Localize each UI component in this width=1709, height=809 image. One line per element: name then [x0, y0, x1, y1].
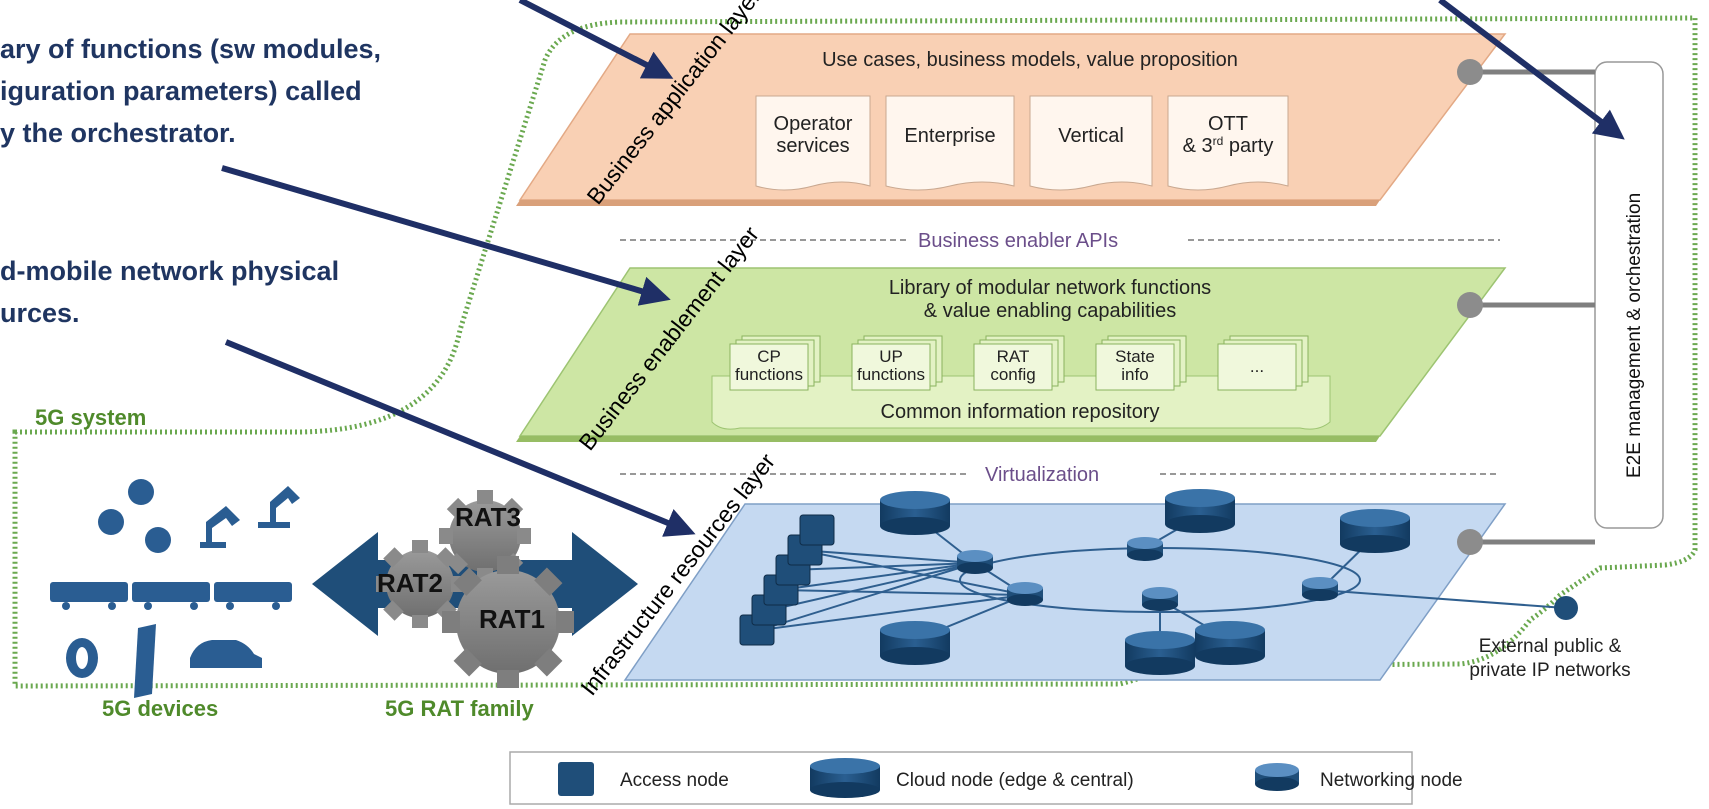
- legend-access-node-label: Access node: [620, 770, 729, 791]
- callout-text-2a: d-mobile network physical: [0, 256, 339, 286]
- cloud-node: [1340, 509, 1410, 553]
- gear-icon-rat2: [376, 540, 464, 628]
- callout-text-1b: iguration parameters) called: [0, 76, 362, 106]
- infrastructure-plane: [623, 503, 1507, 681]
- cloud-node: [1195, 621, 1265, 665]
- svg-text:functions: functions: [857, 365, 925, 384]
- svg-text:UP: UP: [879, 347, 903, 366]
- legend-cloud-node-label: Cloud node (edge & central): [896, 770, 1134, 791]
- access-nodes: [739, 514, 835, 646]
- networking-node: [957, 550, 993, 574]
- svg-text:...: ...: [1250, 357, 1264, 376]
- external-network-endpoint: [1554, 596, 1578, 620]
- external-networks-line2: private IP networks: [1469, 660, 1630, 681]
- svg-text:functions: functions: [735, 365, 803, 384]
- callout-text-1a: ary of functions (sw modules,: [0, 34, 381, 64]
- rat1-label: RAT1: [479, 604, 545, 634]
- device-icons: [50, 479, 300, 698]
- legend-cloud-node-icon: [810, 758, 880, 798]
- networking-node: [1142, 587, 1178, 611]
- business-application-heading: Use cases, business models, value propos…: [822, 49, 1238, 71]
- svg-text:& 3rd party: & 3rd party: [1183, 134, 1274, 157]
- stack-rat-config: RAT config: [973, 335, 1065, 391]
- callout-text-2b: urces.: [0, 298, 80, 328]
- rat2-label: RAT2: [377, 568, 443, 598]
- legend-networking-node-icon: [1255, 763, 1299, 791]
- 5g-system-label: 5G system: [35, 405, 146, 430]
- app-card-ott: OTT & 3rd party: [1167, 95, 1289, 191]
- svg-text:Enterprise: Enterprise: [904, 125, 995, 147]
- stack-cp-functions: CP functions: [729, 335, 821, 391]
- svg-text:Operator: Operator: [774, 113, 853, 135]
- legend-access-node-icon: [558, 762, 594, 796]
- 5g-rat-family-label: 5G RAT family: [385, 696, 535, 721]
- stack-more: ...: [1217, 335, 1309, 391]
- 5g-devices-label: 5G devices: [102, 696, 218, 721]
- enablement-heading-line2: & value enabling capabilities: [924, 300, 1176, 322]
- svg-text:OTT: OTT: [1208, 113, 1248, 135]
- callout-arrows: [221, 0, 1625, 537]
- networking-node: [1007, 582, 1043, 606]
- networking-node: [1127, 537, 1163, 561]
- gear-icon-rat1: [442, 556, 574, 688]
- apis-separator-label: Business enabler APIs: [918, 230, 1118, 252]
- svg-text:State: State: [1115, 347, 1155, 366]
- rat3-label: RAT3: [455, 502, 521, 532]
- 5g-system-boundary: [12, 15, 1698, 689]
- external-networks-line1: External public &: [1479, 636, 1622, 657]
- callout-text-1c: y the orchestrator.: [0, 118, 236, 148]
- enablement-heading-line1: Library of modular network functions: [889, 277, 1211, 299]
- cloud-node: [880, 491, 950, 535]
- app-card-vertical: Vertical: [1029, 95, 1153, 191]
- business-enablement-plane-edge: [516, 436, 1380, 442]
- repository-label: Common information repository: [881, 401, 1160, 423]
- networking-node: [1302, 577, 1338, 601]
- svg-text:CP: CP: [757, 347, 781, 366]
- business-application-plane-edge: [516, 200, 1380, 206]
- cloud-node: [880, 621, 950, 665]
- virtualization-separator-label: Virtualization: [985, 464, 1099, 486]
- cloud-node: [1165, 489, 1235, 533]
- svg-text:RAT: RAT: [997, 347, 1030, 366]
- e2e-orchestration-label: E2E management & orchestration: [1624, 193, 1645, 478]
- app-card-enterprise: Enterprise: [885, 95, 1015, 191]
- app-card-operator: Operator services: [755, 95, 871, 191]
- svg-text:config: config: [990, 365, 1035, 384]
- stack-up-functions: UP functions: [851, 335, 943, 391]
- e2e-connectors: [1457, 59, 1595, 555]
- svg-text:services: services: [776, 135, 849, 157]
- cloud-node: [1125, 631, 1195, 675]
- legend-networking-node-label: Networking node: [1320, 770, 1463, 791]
- svg-text:Vertical: Vertical: [1058, 125, 1124, 147]
- svg-text:info: info: [1121, 365, 1148, 384]
- stack-state-info: State info: [1095, 335, 1187, 391]
- e2e-orchestration-panel: [1594, 61, 1664, 529]
